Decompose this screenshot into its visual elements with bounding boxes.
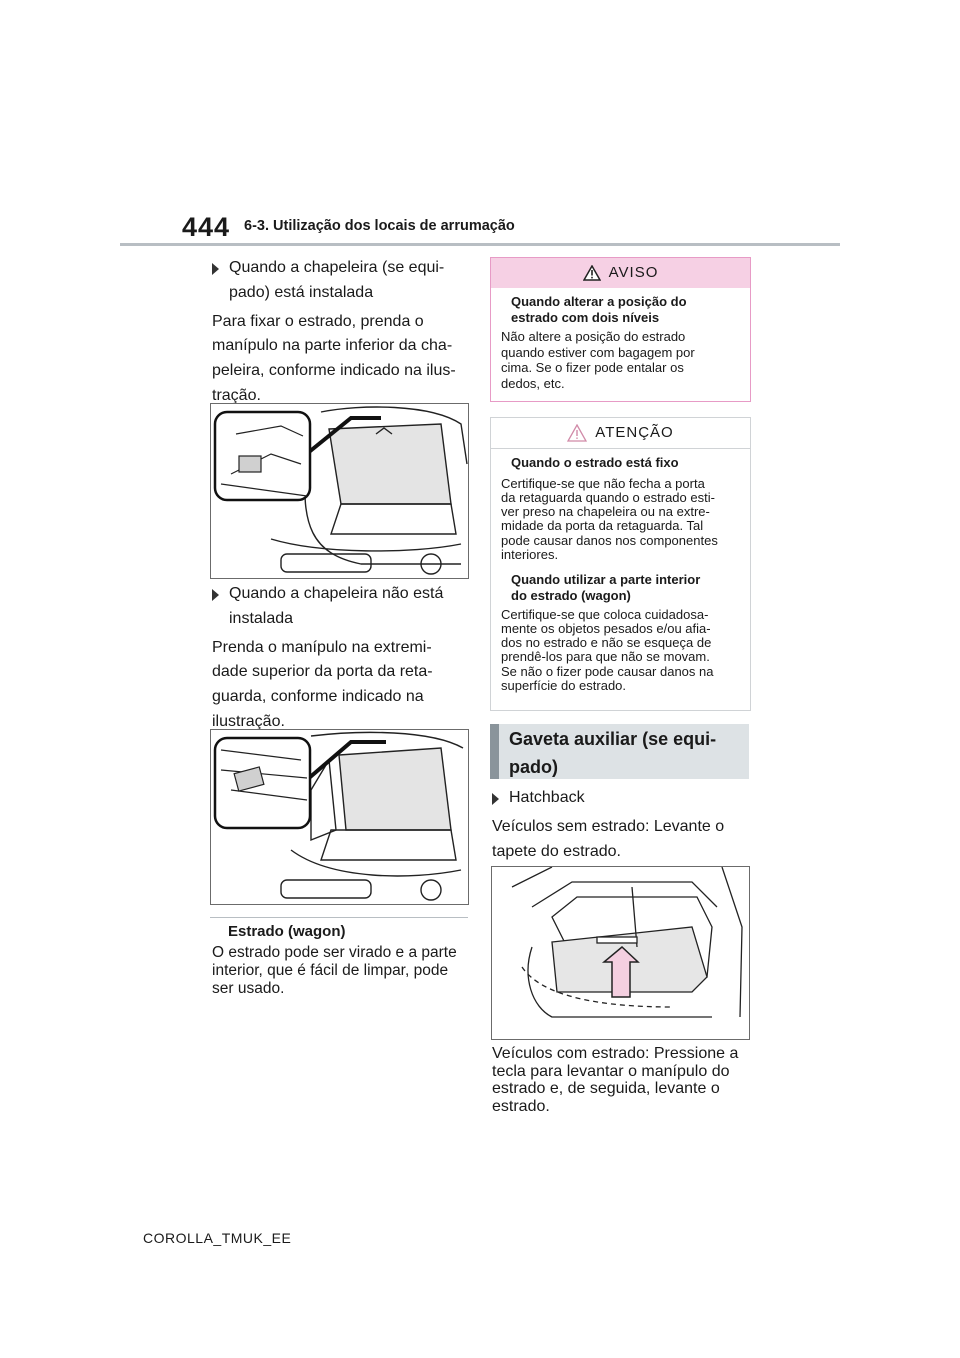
paragraph-com-estrado: Veículos com estrado: Pressione a tecla … bbox=[492, 1045, 739, 1115]
caution-box: ATENÇÃO Quando o estrado está fixo Certi… bbox=[490, 417, 751, 711]
subheading-rule bbox=[210, 917, 468, 918]
bullet-hatchback: Hatchback bbox=[492, 786, 752, 811]
right-column-text: Hatchback Veículos sem estrado: Levante … bbox=[492, 786, 752, 864]
bullet-chapeleira-instalada: Quando a chapeleira (se equi- pado) está… bbox=[212, 256, 472, 306]
triangle-bullet-icon bbox=[492, 793, 499, 805]
caution-subtitle-2: Quando utilizar a parte interior do estr… bbox=[511, 572, 701, 603]
triangle-bullet-icon bbox=[212, 589, 219, 601]
left-column-top: Quando a chapeleira (se equi- pado) está… bbox=[212, 256, 472, 409]
estrado-heading: Estrado (wagon) bbox=[228, 923, 346, 940]
paragraph-prenda-manipulo: Prenda o manípulo na extremi- dade super… bbox=[212, 638, 433, 730]
header-rule bbox=[120, 243, 840, 246]
footer-document-code: COROLLA_TMUK_EE bbox=[143, 1230, 292, 1246]
illustration-hatch-with-shelf bbox=[210, 403, 469, 579]
illustration-trunk-auxiliary-tray bbox=[491, 866, 750, 1040]
paragraph-sem-estrado: Veículos sem estrado: Levante o tapete d… bbox=[492, 817, 725, 860]
warning-subtitle: Quando alterar a posição do estrado com … bbox=[511, 294, 687, 325]
warning-body: Não altere a posição do estrado quando e… bbox=[501, 329, 695, 391]
illustration-hatch-without-shelf bbox=[210, 729, 469, 905]
section-heading-gaveta: Gaveta auxiliar (se equi- pado) bbox=[490, 724, 749, 779]
caution-body-1: Certifique-se que não fecha a porta da r… bbox=[501, 475, 718, 563]
page-number: 444 bbox=[182, 212, 231, 242]
paragraph-estrado: O estrado pode ser virado e a parte inte… bbox=[212, 944, 457, 997]
warning-triangle-icon bbox=[582, 265, 601, 281]
warning-header: AVISO bbox=[491, 258, 750, 288]
caution-header: ATENÇÃO bbox=[491, 418, 750, 449]
caution-body-2: Certifique-se que coloca cuidadosa- ment… bbox=[501, 606, 714, 694]
triangle-bullet-icon bbox=[212, 263, 219, 275]
caution-subtitle-1: Quando o estrado está fixo bbox=[511, 455, 679, 470]
section-title: 6-3. Utilização dos locais de arrumação bbox=[244, 218, 515, 234]
warning-box: AVISO Quando alterar a posição do estrad… bbox=[490, 257, 751, 402]
bullet-chapeleira-nao-instalada: Quando a chapeleira não está instalada bbox=[212, 582, 472, 632]
bullet-label: Quando a chapeleira não está instalada bbox=[229, 585, 444, 627]
left-column-mid: Quando a chapeleira não está instalada P… bbox=[212, 582, 472, 735]
paragraph-fixar-estrado: Para fixar o estrado, prenda o manípulo … bbox=[212, 312, 456, 404]
caution-triangle-icon bbox=[567, 424, 588, 442]
bullet-label: Quando a chapeleira (se equi- pado) está… bbox=[229, 259, 445, 301]
